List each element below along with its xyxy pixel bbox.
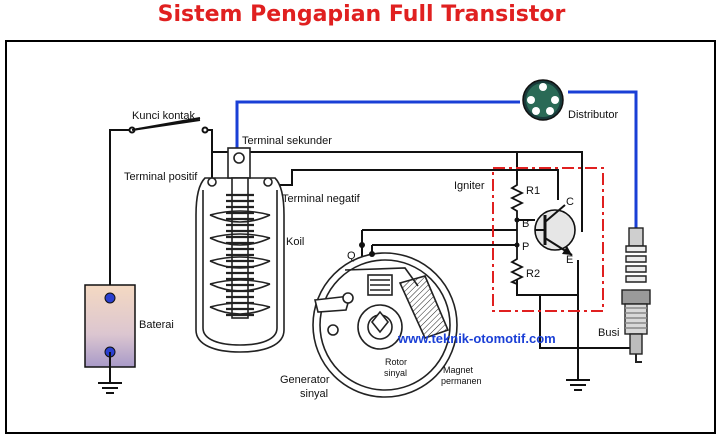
signal-generator bbox=[312, 252, 458, 398]
label-distributor: Distributor bbox=[568, 109, 618, 121]
label-e: E bbox=[566, 254, 573, 266]
low-voltage-wiring bbox=[109, 119, 640, 380]
label-terminal-positif: Terminal positif bbox=[124, 171, 198, 183]
diagram-labels: Kunci kontak Terminal sekunder Terminal … bbox=[124, 109, 619, 400]
label-b: B bbox=[522, 218, 529, 230]
distributor bbox=[522, 79, 564, 121]
label-terminal-sekunder: Terminal sekunder bbox=[242, 135, 332, 147]
label-p: P bbox=[522, 241, 529, 253]
website-watermark: www.teknik-otomotif.com bbox=[397, 331, 556, 346]
resistor-r1 bbox=[509, 180, 525, 216]
label-generator-sinyal-line1: Generator bbox=[280, 374, 330, 386]
label-baterai: Baterai bbox=[139, 319, 174, 331]
label-magnet-permanen-line1: Magnet bbox=[443, 365, 474, 375]
high-voltage-wiring bbox=[235, 90, 638, 228]
label-koil: Koil bbox=[286, 236, 304, 248]
label-busi: Busi bbox=[598, 327, 619, 339]
resistor-r2 bbox=[509, 256, 525, 285]
label-magnet-permanen-line2: permanen bbox=[441, 376, 482, 386]
igniter-module bbox=[492, 167, 604, 312]
diagram-frame bbox=[5, 40, 716, 434]
label-q: Q bbox=[347, 250, 356, 262]
label-rotor-sinyal-line2: sinyal bbox=[384, 368, 407, 378]
label-rotor-sinyal-line1: Rotor bbox=[385, 357, 407, 367]
ignition-coil bbox=[195, 147, 285, 353]
battery-positive-terminal bbox=[104, 292, 116, 304]
spark-plug bbox=[621, 227, 651, 363]
junction-dots bbox=[359, 217, 520, 257]
diagram-title: Sistem Pengapian Full Transistor bbox=[157, 2, 566, 27]
label-terminal-negatif: Terminal negatif bbox=[282, 193, 361, 205]
label-igniter: Igniter bbox=[454, 180, 485, 192]
battery bbox=[84, 284, 136, 394]
label-r1: R1 bbox=[526, 185, 540, 197]
label-r2: R2 bbox=[526, 268, 540, 280]
label-kunci-kontak: Kunci kontak bbox=[132, 110, 195, 122]
label-c: C bbox=[566, 196, 574, 208]
label-generator-sinyal-line2: sinyal bbox=[300, 388, 328, 400]
ignition-switch bbox=[128, 117, 209, 134]
ground-symbol bbox=[566, 379, 590, 391]
